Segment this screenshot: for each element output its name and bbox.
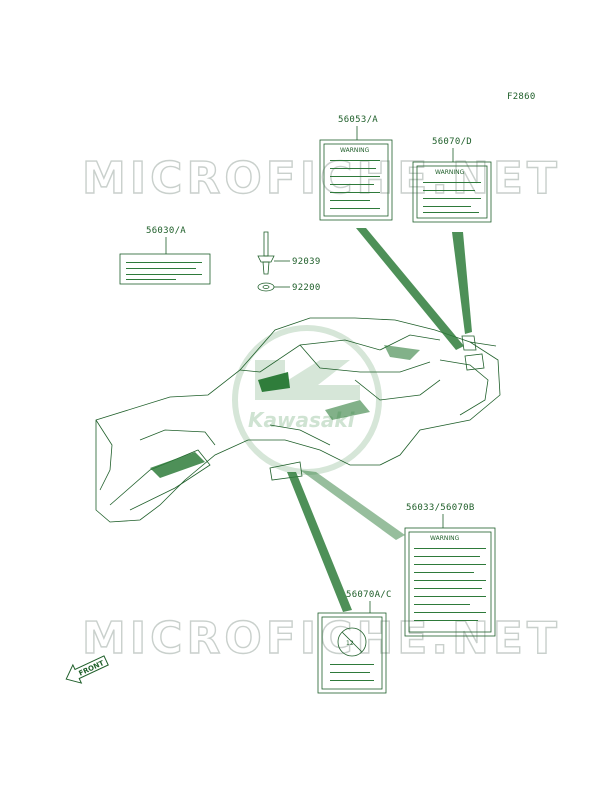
warning-label-56070-d: WARNING bbox=[435, 169, 465, 176]
watermark-bottom: MICROFICHE.NET bbox=[82, 613, 561, 664]
part-label-92200: 92200 bbox=[292, 283, 321, 293]
part-label-56070-d: 56070/D bbox=[432, 137, 472, 147]
kawasaki-logo-watermark: Kawasaki bbox=[232, 325, 382, 475]
part-56030-a[interactable]: 56030/A bbox=[119, 226, 211, 285]
atv-body-outline bbox=[95, 317, 501, 523]
leader-strips bbox=[287, 228, 472, 612]
part-56070-d[interactable]: 56070/D WARNING bbox=[412, 137, 492, 223]
part-label-56030-a: 56030/A bbox=[146, 226, 186, 236]
decal-side-block bbox=[258, 372, 290, 392]
part-label-56070a-c: 56070A/C bbox=[346, 590, 392, 600]
watermark-top: MICROFICHE.NET bbox=[82, 153, 561, 204]
part-label-92039: 92039 bbox=[292, 257, 321, 267]
part-56053-a[interactable]: 56053/A WARNING bbox=[319, 115, 393, 221]
part-label-56033-56070b: 56033/56070B bbox=[406, 503, 475, 513]
part-92039-rivet[interactable]: 92039 bbox=[257, 231, 321, 275]
warning-label-56053-a: WARNING bbox=[340, 147, 370, 154]
part-56033-56070b[interactable]: 56033/56070B WARNING bbox=[404, 503, 496, 637]
part-label-56053-a: 56053/A bbox=[338, 115, 378, 125]
part-92200-washer[interactable]: 92200 bbox=[257, 282, 321, 293]
decal-symbol: 12 bbox=[346, 640, 354, 647]
no-passenger-icon bbox=[337, 627, 367, 657]
warning-label-56033: WARNING bbox=[430, 535, 460, 542]
figure-code: F2860 bbox=[507, 92, 536, 102]
part-56070a-c[interactable]: 56070A/C 12 bbox=[317, 590, 392, 694]
